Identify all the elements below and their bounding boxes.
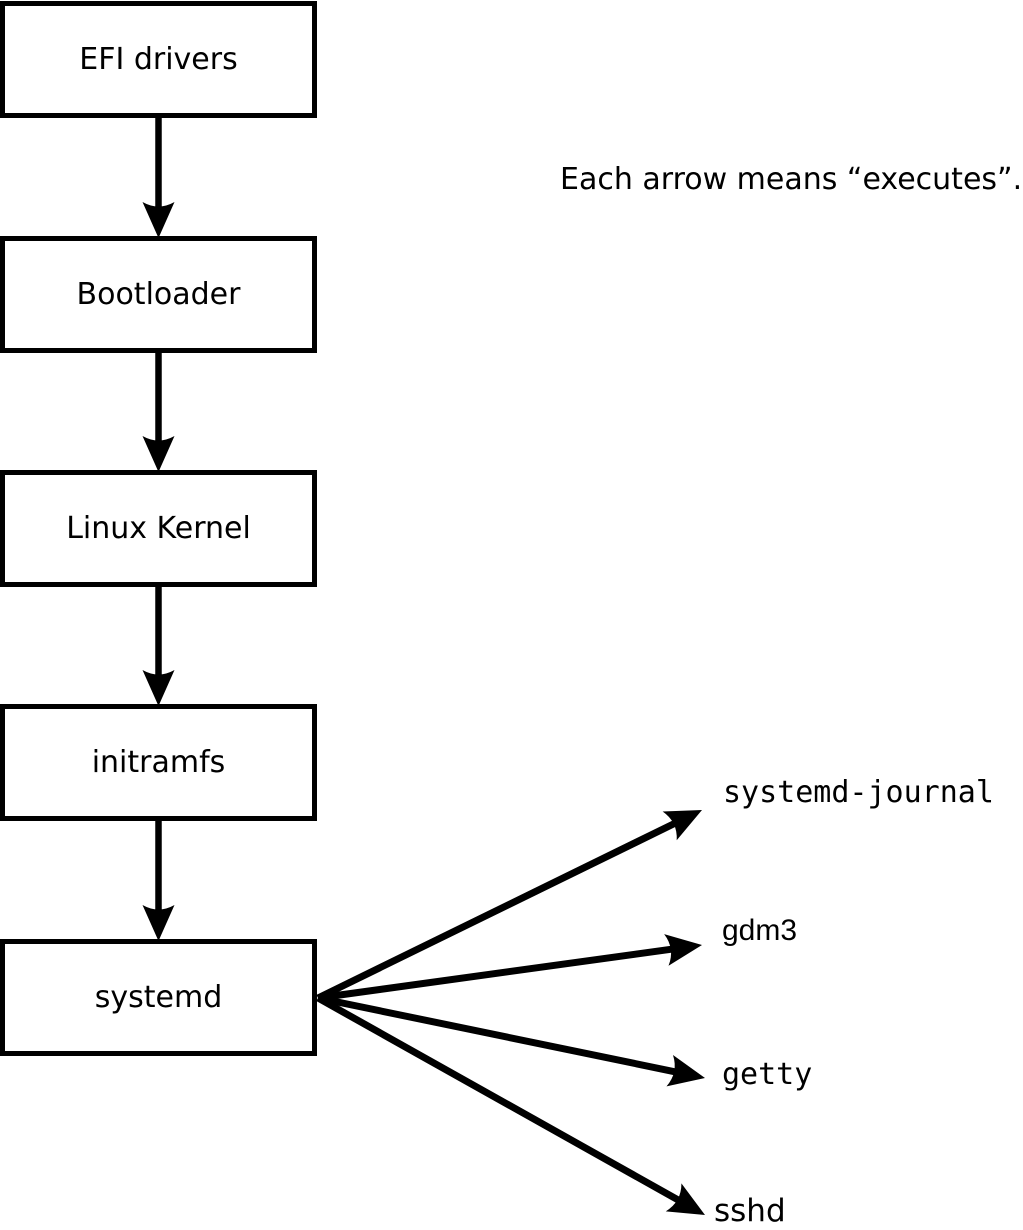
arrow-efi-to-bootloader: [142, 116, 175, 238]
node-label: EFI drivers: [79, 42, 238, 77]
arrow-systemd-to-getty: [317, 994, 705, 1087]
arrow-initramfs-to-systemd: [142, 819, 175, 941]
node-label: Bootloader: [76, 277, 241, 312]
node-linux-kernel: Linux Kernel: [0, 470, 317, 587]
arrow-systemd-to-systemd-journal: [316, 810, 702, 1002]
node-label: Linux Kernel: [66, 511, 251, 546]
node-bootloader: Bootloader: [0, 236, 317, 353]
note-text: Each arrow means “executes”.: [560, 162, 1023, 197]
target-label-systemd-journal: systemd-journal: [723, 775, 994, 810]
arrow-bootloader-to-kernel: [142, 351, 175, 472]
arrow-systemd-to-gdm3: [317, 934, 702, 1002]
node-efi-drivers: EFI drivers: [0, 1, 317, 118]
arrow-systemd-to-sshd: [316, 994, 705, 1215]
node-label: initramfs: [91, 745, 226, 780]
node-label: systemd: [94, 980, 223, 1015]
node-systemd: systemd: [0, 939, 317, 1056]
arrow-kernel-to-initramfs: [142, 585, 175, 706]
target-label-getty: getty: [722, 1057, 813, 1092]
target-label-gdm3: gdm3: [722, 914, 798, 947]
target-label-sshd: sshd: [714, 1193, 786, 1229]
node-initramfs: initramfs: [0, 704, 317, 821]
